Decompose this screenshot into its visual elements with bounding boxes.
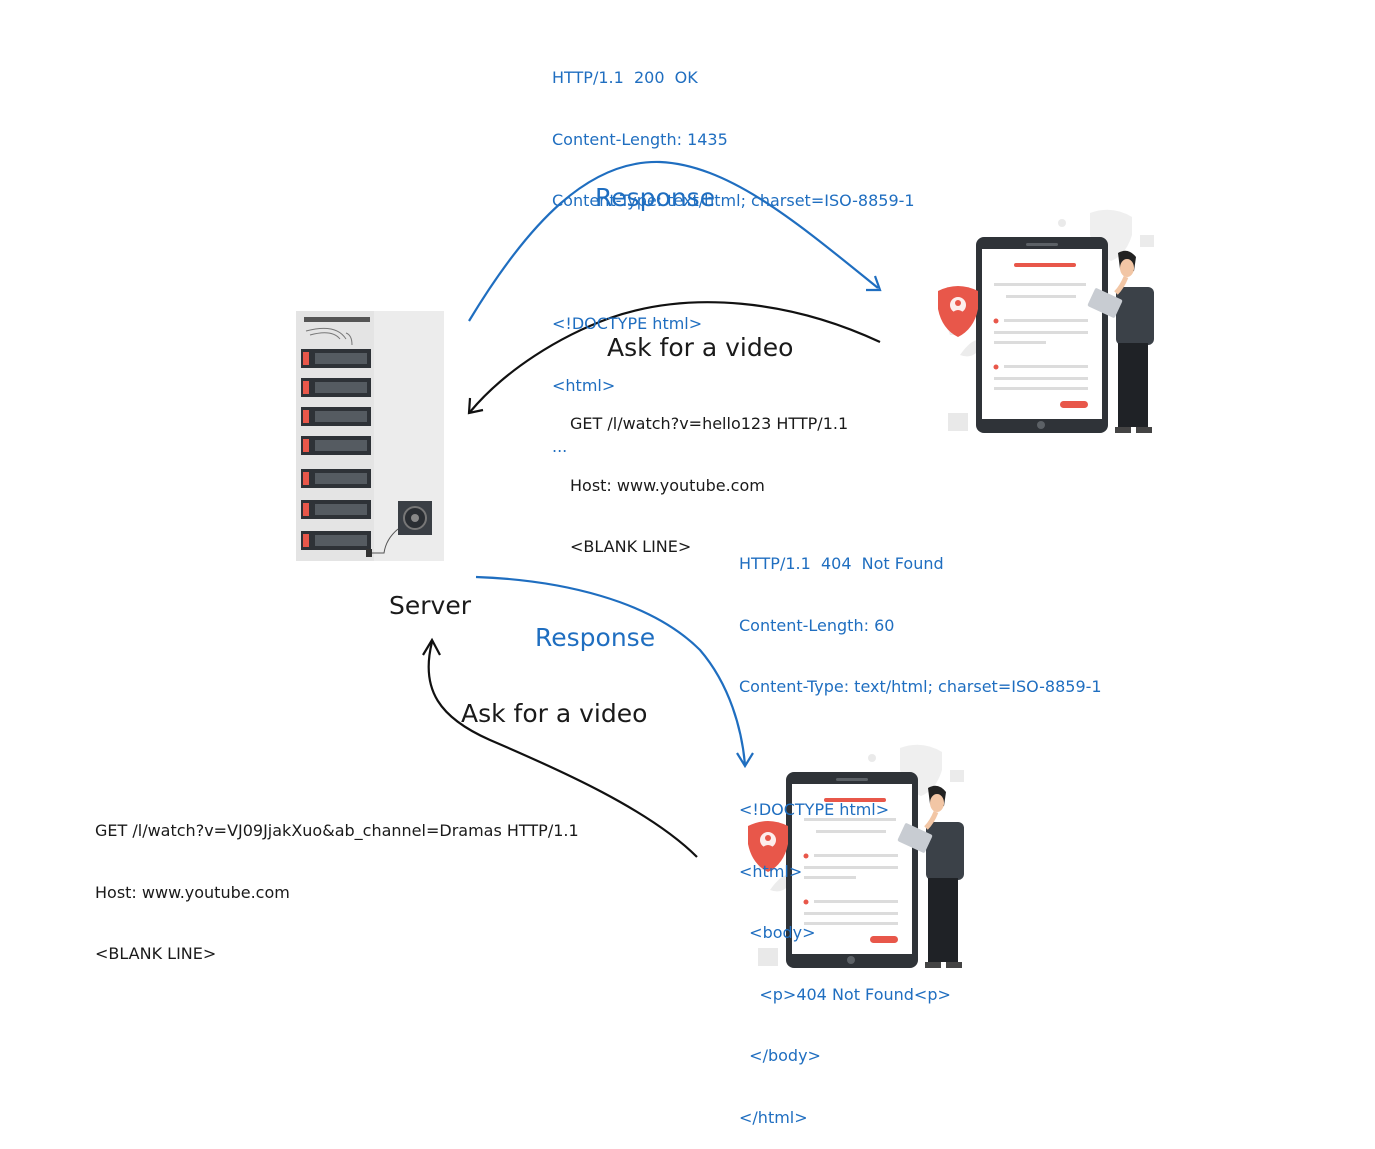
top-response-label: Response xyxy=(595,183,716,212)
bottom-request-text: GET /l/watch?v=VJ09JjakXuo&ab_channel=Dr… xyxy=(95,780,579,985)
request-line: <BLANK LINE> xyxy=(95,944,217,963)
bottom-response-text: HTTP/1.1 404 Not Found Content-Length: 6… xyxy=(739,513,1102,1149)
arrows-layer xyxy=(422,160,882,858)
rack-units xyxy=(301,349,371,550)
shield-user-icon xyxy=(748,821,788,872)
response-line: <body> xyxy=(739,923,816,942)
shield-user-icon xyxy=(938,286,978,337)
response-line: Content-Length: 60 xyxy=(739,615,895,635)
response-line: <p>404 Not Found<p> xyxy=(739,984,951,1004)
response-line xyxy=(552,253,915,274)
fan-icon xyxy=(398,501,432,535)
top-response-text: HTTP/1.1 200 OK Content-Length: 1435 Con… xyxy=(552,27,915,478)
request-line: <BLANK LINE> xyxy=(570,537,692,556)
response-line: Content-Type: text/html; charset=ISO-885… xyxy=(739,677,1102,696)
person-icon xyxy=(897,785,964,968)
top-request-label: Ask for a video xyxy=(607,333,794,362)
response-line xyxy=(739,739,1102,760)
top-request-arrow xyxy=(469,301,881,413)
top-request-arrowhead-icon xyxy=(467,397,484,415)
bottom-response-arrowhead-icon xyxy=(736,752,754,769)
response-line: ... xyxy=(552,437,568,456)
response-line: <!DOCTYPE html> xyxy=(739,800,890,819)
tablet-user-illustration-bottom xyxy=(748,744,964,968)
person-icon xyxy=(1087,250,1154,433)
response-line: <!DOCTYPE html> xyxy=(552,314,703,333)
server-label: Server xyxy=(389,591,471,620)
bottom-request-arrow xyxy=(427,641,698,858)
bottom-response-arrow xyxy=(475,575,747,766)
bottom-response-label: Response xyxy=(535,623,656,652)
response-line: </body> xyxy=(739,1046,821,1065)
top-response-arrowhead-icon xyxy=(866,275,882,292)
response-line: Content-Length: 1435 xyxy=(552,129,728,149)
bottom-request-label: Ask for a video xyxy=(461,699,648,728)
response-line: <html> xyxy=(739,861,803,881)
request-line: Host: www.youtube.com xyxy=(95,882,290,902)
tablet-user-illustration-top xyxy=(938,209,1154,433)
top-request-text: GET /l/watch?v=hello123 HTTP/1.1 Host: w… xyxy=(570,373,848,578)
response-line: </html> xyxy=(739,1107,808,1127)
top-response-arrow xyxy=(468,160,879,322)
request-line: Host: www.youtube.com xyxy=(570,475,765,495)
response-line: HTTP/1.1 404 Not Found xyxy=(739,554,944,573)
response-line: Content-Type: text/html; charset=ISO-885… xyxy=(552,191,915,210)
response-line: <html> xyxy=(552,375,616,395)
bottom-request-arrowhead-icon xyxy=(422,637,441,656)
request-line: GET /l/watch?v=VJ09JjakXuo&ab_channel=Dr… xyxy=(95,821,579,840)
request-line: GET /l/watch?v=hello123 HTTP/1.1 xyxy=(570,414,849,433)
response-line: HTTP/1.1 200 OK xyxy=(552,68,698,87)
server-rack-illustration xyxy=(296,311,444,561)
